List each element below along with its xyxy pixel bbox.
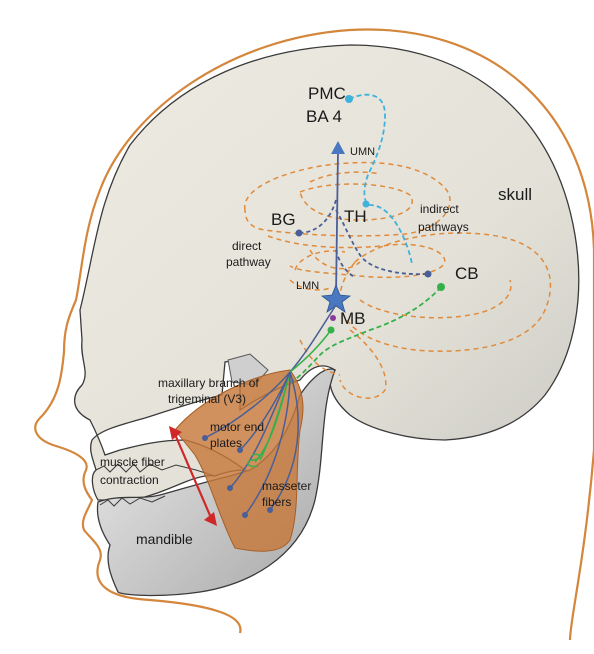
label-skull: skull bbox=[498, 185, 532, 204]
label-masseter-2: fibers bbox=[262, 495, 291, 509]
label-indirect-1: indirect bbox=[420, 202, 459, 216]
label-muscle-1: muscle fiber bbox=[100, 455, 165, 469]
label-bg: BG bbox=[271, 210, 296, 229]
label-lmn: LMN bbox=[296, 280, 319, 292]
label-cb: CB bbox=[455, 264, 479, 283]
label-ba4: BA 4 bbox=[306, 107, 342, 126]
label-motor-2: plates bbox=[210, 436, 242, 450]
label-maxillary-2: trigeminal (V3) bbox=[168, 392, 246, 406]
label-mandible: mandible bbox=[136, 531, 193, 547]
cb-node bbox=[437, 283, 445, 291]
label-direct-1: direct bbox=[232, 239, 262, 253]
label-direct-2: pathway bbox=[226, 255, 271, 269]
label-th: TH bbox=[344, 207, 367, 226]
label-pmc: PMC bbox=[308, 84, 346, 103]
cb-node-blue bbox=[425, 271, 432, 278]
label-umn: UMN bbox=[350, 146, 375, 158]
label-motor-1: motor end bbox=[210, 420, 264, 434]
bg-node bbox=[296, 230, 303, 237]
label-mb: MB bbox=[340, 309, 366, 328]
label-muscle-2: contraction bbox=[100, 473, 159, 487]
label-indirect-2: pathways bbox=[418, 220, 469, 234]
mb-node bbox=[330, 315, 336, 321]
pmc-node bbox=[345, 95, 353, 103]
label-masseter-1: masseter bbox=[262, 479, 311, 493]
label-maxillary-1: maxillary branch of bbox=[158, 376, 259, 390]
